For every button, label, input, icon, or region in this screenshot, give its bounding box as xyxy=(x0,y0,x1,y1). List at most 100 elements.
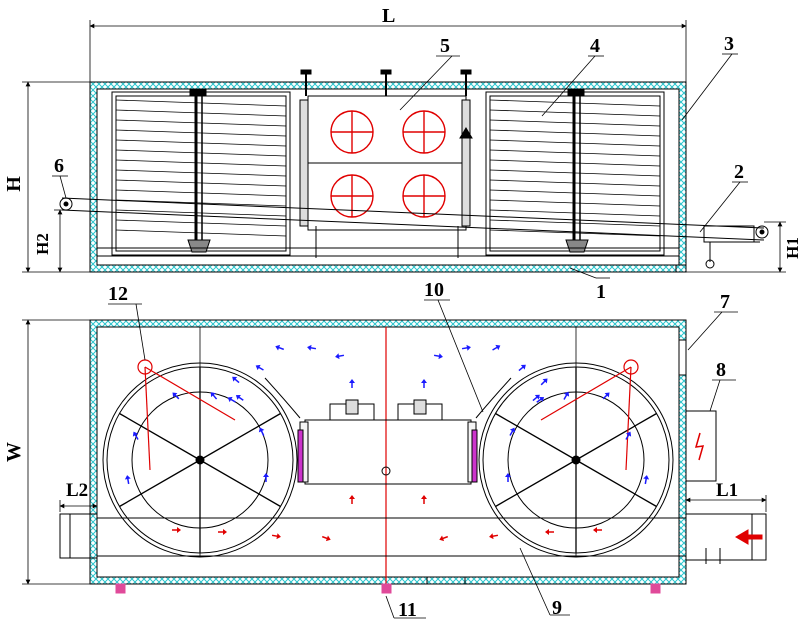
airflow-arrow xyxy=(307,344,317,351)
airflow-arrow xyxy=(563,391,570,400)
airflow-arrow xyxy=(255,364,264,371)
dimension-lines xyxy=(22,20,786,619)
airflow-arrow xyxy=(132,431,139,440)
airflow-arrow xyxy=(461,344,471,351)
spiral-tier xyxy=(115,119,287,127)
airflow-arrow xyxy=(492,344,501,351)
spiral-tier xyxy=(115,149,287,157)
evaporator-plan xyxy=(297,399,478,485)
airflow-arrow xyxy=(258,427,265,436)
elevation-view xyxy=(59,69,769,273)
airflow-arrow xyxy=(489,533,499,540)
airflow-arrow xyxy=(172,527,181,533)
part-label-11: 11 xyxy=(398,599,417,621)
spiral-tier xyxy=(115,129,287,137)
airflow-arrow xyxy=(124,475,131,485)
spiral-tier xyxy=(115,139,287,147)
conveyor-belt-elevation xyxy=(59,197,769,273)
spiral-tier xyxy=(115,189,287,197)
drum-spoke xyxy=(119,412,201,461)
drum-spoke xyxy=(199,412,281,461)
airflow-arrow xyxy=(172,392,180,400)
lightning-bolt-icon xyxy=(694,432,705,461)
drum-spoke xyxy=(199,459,281,508)
airflow-arrow xyxy=(433,353,443,360)
plan-view xyxy=(59,319,767,594)
drum-spoke xyxy=(495,412,577,461)
airflow-arrow xyxy=(518,364,526,372)
spiral-tier xyxy=(115,169,287,177)
dim-label-infeed-height: H1 xyxy=(783,237,802,259)
airflow-arrow xyxy=(536,396,545,403)
feet xyxy=(115,583,661,594)
drum-spoke xyxy=(495,459,577,508)
part-label-2: 2 xyxy=(734,161,744,183)
dim-label-length: L xyxy=(382,5,395,27)
part-label-7: 7 xyxy=(720,291,730,313)
airflow-arrow xyxy=(227,396,236,403)
fans-elevation xyxy=(330,110,446,218)
airflow-arrow xyxy=(218,529,227,535)
left-spiral-drum xyxy=(111,89,291,256)
insulated-enclosure-plan xyxy=(89,319,687,585)
dim-label-outfeed-length: L2 xyxy=(66,480,88,501)
airflow-arrow xyxy=(602,392,610,400)
spiral-tier xyxy=(115,159,287,167)
part-label-12: 12 xyxy=(108,283,128,305)
spiral-tier xyxy=(115,109,287,117)
dim-label-infeed-length: L1 xyxy=(716,480,738,501)
right-spiral-plan xyxy=(475,362,674,558)
part-label-9: 9 xyxy=(552,597,562,619)
airflow-arrow xyxy=(545,529,554,535)
spiral-tier xyxy=(115,99,287,107)
part-label-3: 3 xyxy=(724,33,734,55)
electrical-box xyxy=(678,339,717,482)
left-spiral-plan xyxy=(102,362,301,558)
dim-label-width: W xyxy=(3,442,25,462)
airflow-arrow xyxy=(232,376,240,384)
airflow-arrow xyxy=(509,427,516,436)
airflow-arrow xyxy=(625,431,632,440)
dim-label-height: H xyxy=(3,176,25,192)
part-label-10: 10 xyxy=(424,279,444,301)
spiral-tier xyxy=(115,219,287,227)
airflow-arrow xyxy=(421,379,427,388)
part-label-8: 8 xyxy=(716,359,726,381)
airflow-arrow xyxy=(349,379,355,388)
airflow-arrow xyxy=(643,475,650,485)
airflow-arrow xyxy=(335,353,345,360)
conveyor-plan xyxy=(59,513,767,585)
airflow-arrow xyxy=(271,533,281,540)
airflow-arrow xyxy=(540,378,548,386)
part-label-4: 4 xyxy=(590,35,600,57)
drum-spoke xyxy=(575,459,657,508)
insulated-enclosure-elevation xyxy=(89,81,687,273)
airflow-arrow xyxy=(505,473,511,482)
spiral-tier xyxy=(115,229,287,237)
airflow-arrow xyxy=(210,392,218,400)
part-label-6: 6 xyxy=(54,155,64,177)
spiral-tier xyxy=(115,199,287,207)
airflow-arrow xyxy=(275,344,285,351)
dim-label-outfeed-height: H2 xyxy=(33,233,52,255)
part-label-1: 1 xyxy=(596,281,606,303)
part-label-5: 5 xyxy=(440,35,450,57)
arrow-left-icon xyxy=(735,529,763,545)
dimension-labels: L H H2 H1 W L1 L2 xyxy=(3,5,802,501)
evaporator-fan-unit xyxy=(299,69,473,258)
spiral-tier xyxy=(115,209,287,217)
airflow-arrow xyxy=(349,495,355,504)
airflow-arrow xyxy=(321,535,331,542)
drum-spoke xyxy=(575,412,657,461)
part-labels: 5 4 3 6 2 1 12 10 7 8 11 9 xyxy=(54,33,744,621)
airflow-arrow xyxy=(263,473,269,482)
airflow-arrow xyxy=(532,394,540,402)
airflow-arrow xyxy=(235,394,244,401)
airflow-arrow xyxy=(593,527,602,533)
airflow-arrow xyxy=(421,495,427,504)
spiral-tier xyxy=(115,179,287,187)
fan-markers xyxy=(137,359,639,471)
airflow-arrow xyxy=(439,535,449,542)
